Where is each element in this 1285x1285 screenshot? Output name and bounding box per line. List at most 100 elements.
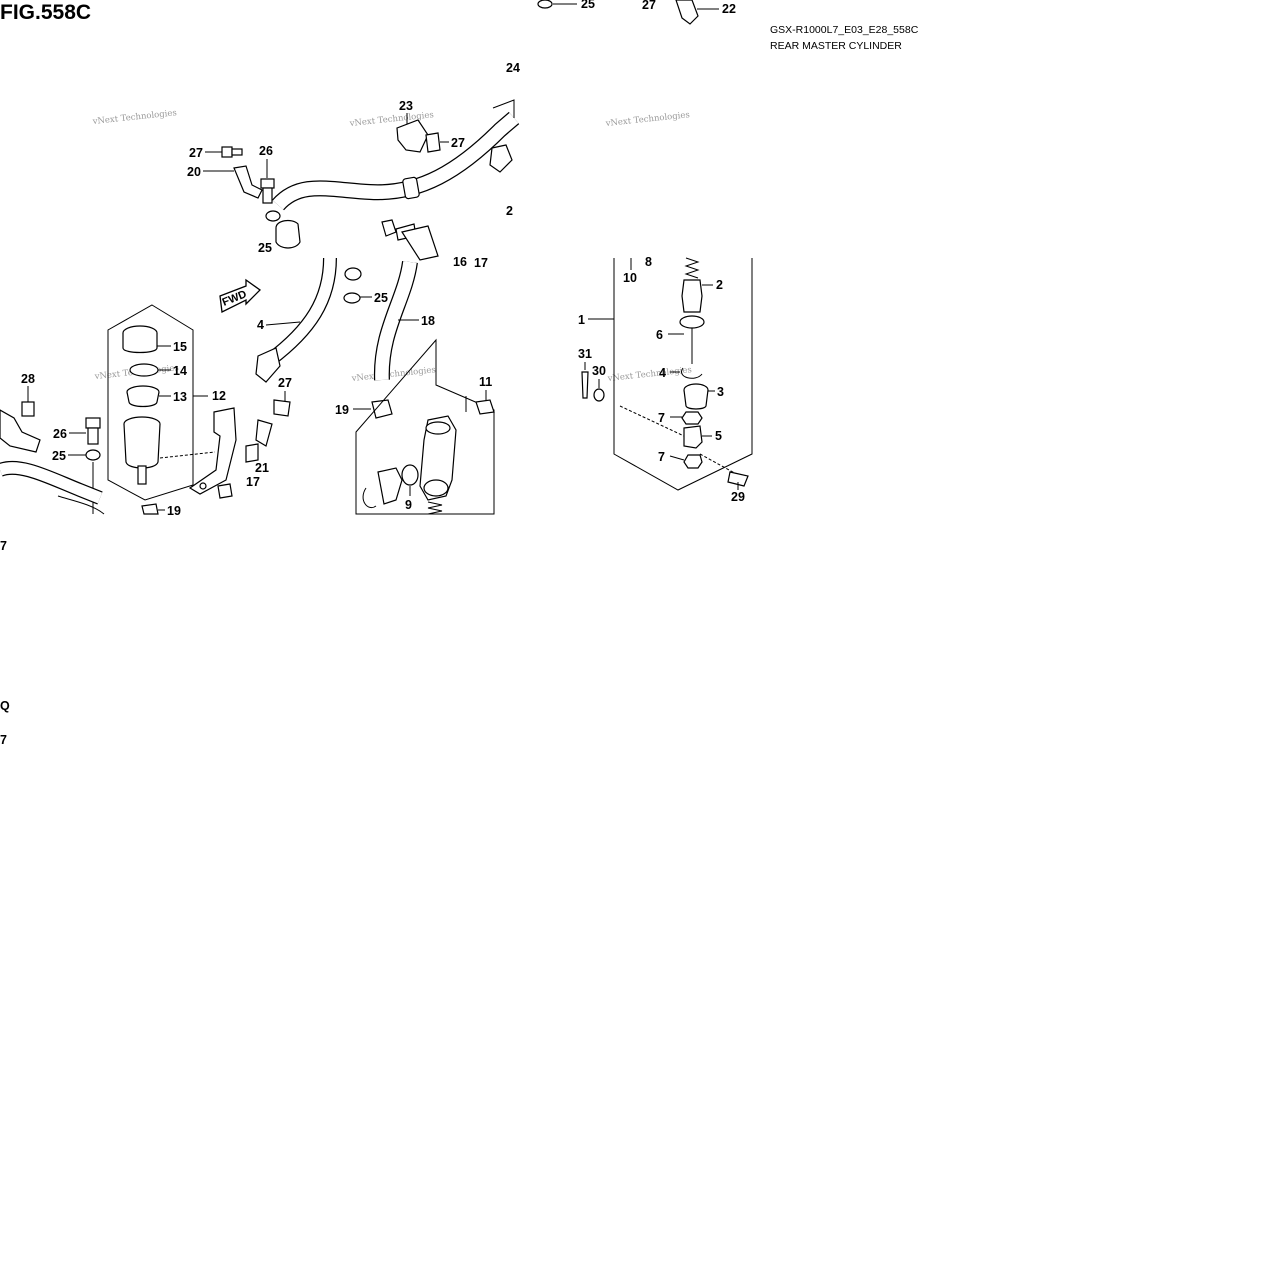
callout-27: 27 (189, 146, 203, 160)
callout-21: 21 (255, 461, 269, 475)
washer-part (85, 449, 101, 461)
bracket-part (188, 407, 237, 495)
callout-1: 1 (578, 313, 585, 327)
model-code: GSX-R1000L7_E03_E28_558C (770, 24, 919, 36)
callout-6: 6 (656, 328, 663, 342)
top-strip: 25 27 22 (537, 0, 736, 25)
figure-name: REAR MASTER CYLINDER (770, 40, 902, 52)
figure-title: FIG.558C (0, 1, 91, 24)
callout-23: 23 (399, 99, 413, 113)
callout-7: 7 (658, 411, 665, 425)
bolt-part (87, 427, 99, 445)
callout-24: 24 (506, 61, 520, 75)
bolt-part (221, 146, 233, 158)
callout-25: 25 (374, 291, 388, 305)
callout-26: 26 (259, 144, 273, 158)
spring-part (684, 257, 700, 279)
master-cylinder-group: 11 9 (245, 338, 495, 515)
nut-part (683, 454, 703, 469)
washer-part (593, 388, 605, 402)
callout-16: 16 (453, 255, 467, 269)
bolt-part (475, 399, 495, 415)
piston-part (681, 279, 703, 313)
callout-14: 14 (173, 364, 187, 378)
washer-part (537, 0, 553, 9)
bolt-part (273, 399, 291, 417)
callout-8: 8 (645, 255, 652, 269)
cup-part (683, 389, 709, 410)
bolt-part (231, 148, 243, 156)
bracket-part (233, 165, 263, 199)
cap-part (122, 333, 158, 354)
fitting-part (275, 219, 301, 249)
hose-upper-section: 24 2 23 27 27 20 26 25 (187, 61, 520, 255)
callout-17: 17 (474, 256, 488, 270)
push-rod-group: 8 10 2 1 6 4 3 7 5 (578, 255, 753, 504)
bracket-part (255, 419, 273, 447)
callout-15: 15 (173, 340, 187, 354)
fwd-arrow: FWD (219, 278, 262, 313)
cylinder-body (419, 415, 457, 501)
spring-part (427, 501, 443, 515)
hose-middle-section: 16 17 FWD 4 25 18 19 27 21 17 (219, 219, 488, 489)
spring-part (245, 443, 259, 463)
bolt-part (381, 219, 397, 237)
callout-31: 31 (578, 347, 592, 361)
bracket-part (0, 409, 41, 453)
washer-part (343, 292, 361, 304)
reservoir-nozzle (137, 465, 147, 485)
reservoir-part (123, 423, 161, 469)
bolt-part (217, 483, 233, 499)
callout-17: 17 (246, 475, 260, 489)
callout-27: 27 (642, 0, 656, 12)
callout-26: 26 (53, 427, 67, 441)
callout-10: 10 (623, 271, 637, 285)
fitting-part (255, 347, 281, 383)
callout-29: 29 (731, 490, 745, 504)
partial-mark: 7 (0, 539, 7, 553)
callout-27: 27 (278, 376, 292, 390)
callout-4: 4 (659, 366, 666, 380)
left-edge-parts: 28 26 25 7 (0, 372, 105, 553)
reservoir-group: 15 14 13 12 19 (107, 304, 237, 518)
watermark: vNext Technologies (91, 108, 177, 127)
callout-5: 5 (715, 429, 722, 443)
callout-25: 25 (258, 241, 272, 255)
bolt-part (85, 417, 101, 429)
watermark: vNext Technologies (350, 365, 436, 384)
bolt-part (262, 187, 273, 204)
callout-27: 27 (451, 136, 465, 150)
callout-13: 13 (173, 390, 187, 404)
bolt-part (425, 132, 441, 153)
clevis-part (683, 425, 703, 449)
callout-2-partial: 2 (506, 204, 513, 218)
fitting-part (377, 467, 403, 505)
partial-mark: 7 (0, 733, 7, 747)
callout-2: 2 (716, 278, 723, 292)
watermark: vNext Technologies (604, 110, 690, 129)
clamp-part (396, 119, 429, 153)
partial-mark: Q (0, 699, 10, 713)
diaphragm-part (126, 391, 160, 408)
callout-28: 28 (21, 372, 35, 386)
bracket-part (675, 0, 699, 25)
bracket-part (489, 144, 513, 173)
callout-22: 22 (722, 2, 736, 16)
clip-part (141, 503, 159, 515)
cylinder-outline (355, 338, 495, 515)
watermark: vNext Technologies (606, 365, 692, 384)
reservoir-outline (107, 304, 194, 501)
callout-18: 18 (421, 314, 435, 328)
plate-part (129, 363, 159, 377)
callout-4: 4 (257, 318, 264, 332)
boot-part (679, 315, 705, 329)
bolt-part (260, 178, 275, 189)
callout-11: 11 (479, 375, 492, 389)
callout-9: 9 (405, 498, 412, 512)
pin-part (727, 471, 749, 487)
bracket-part (401, 225, 439, 261)
callout-19: 19 (167, 504, 181, 518)
callout-19: 19 (335, 403, 349, 417)
callout-7: 7 (658, 450, 665, 464)
